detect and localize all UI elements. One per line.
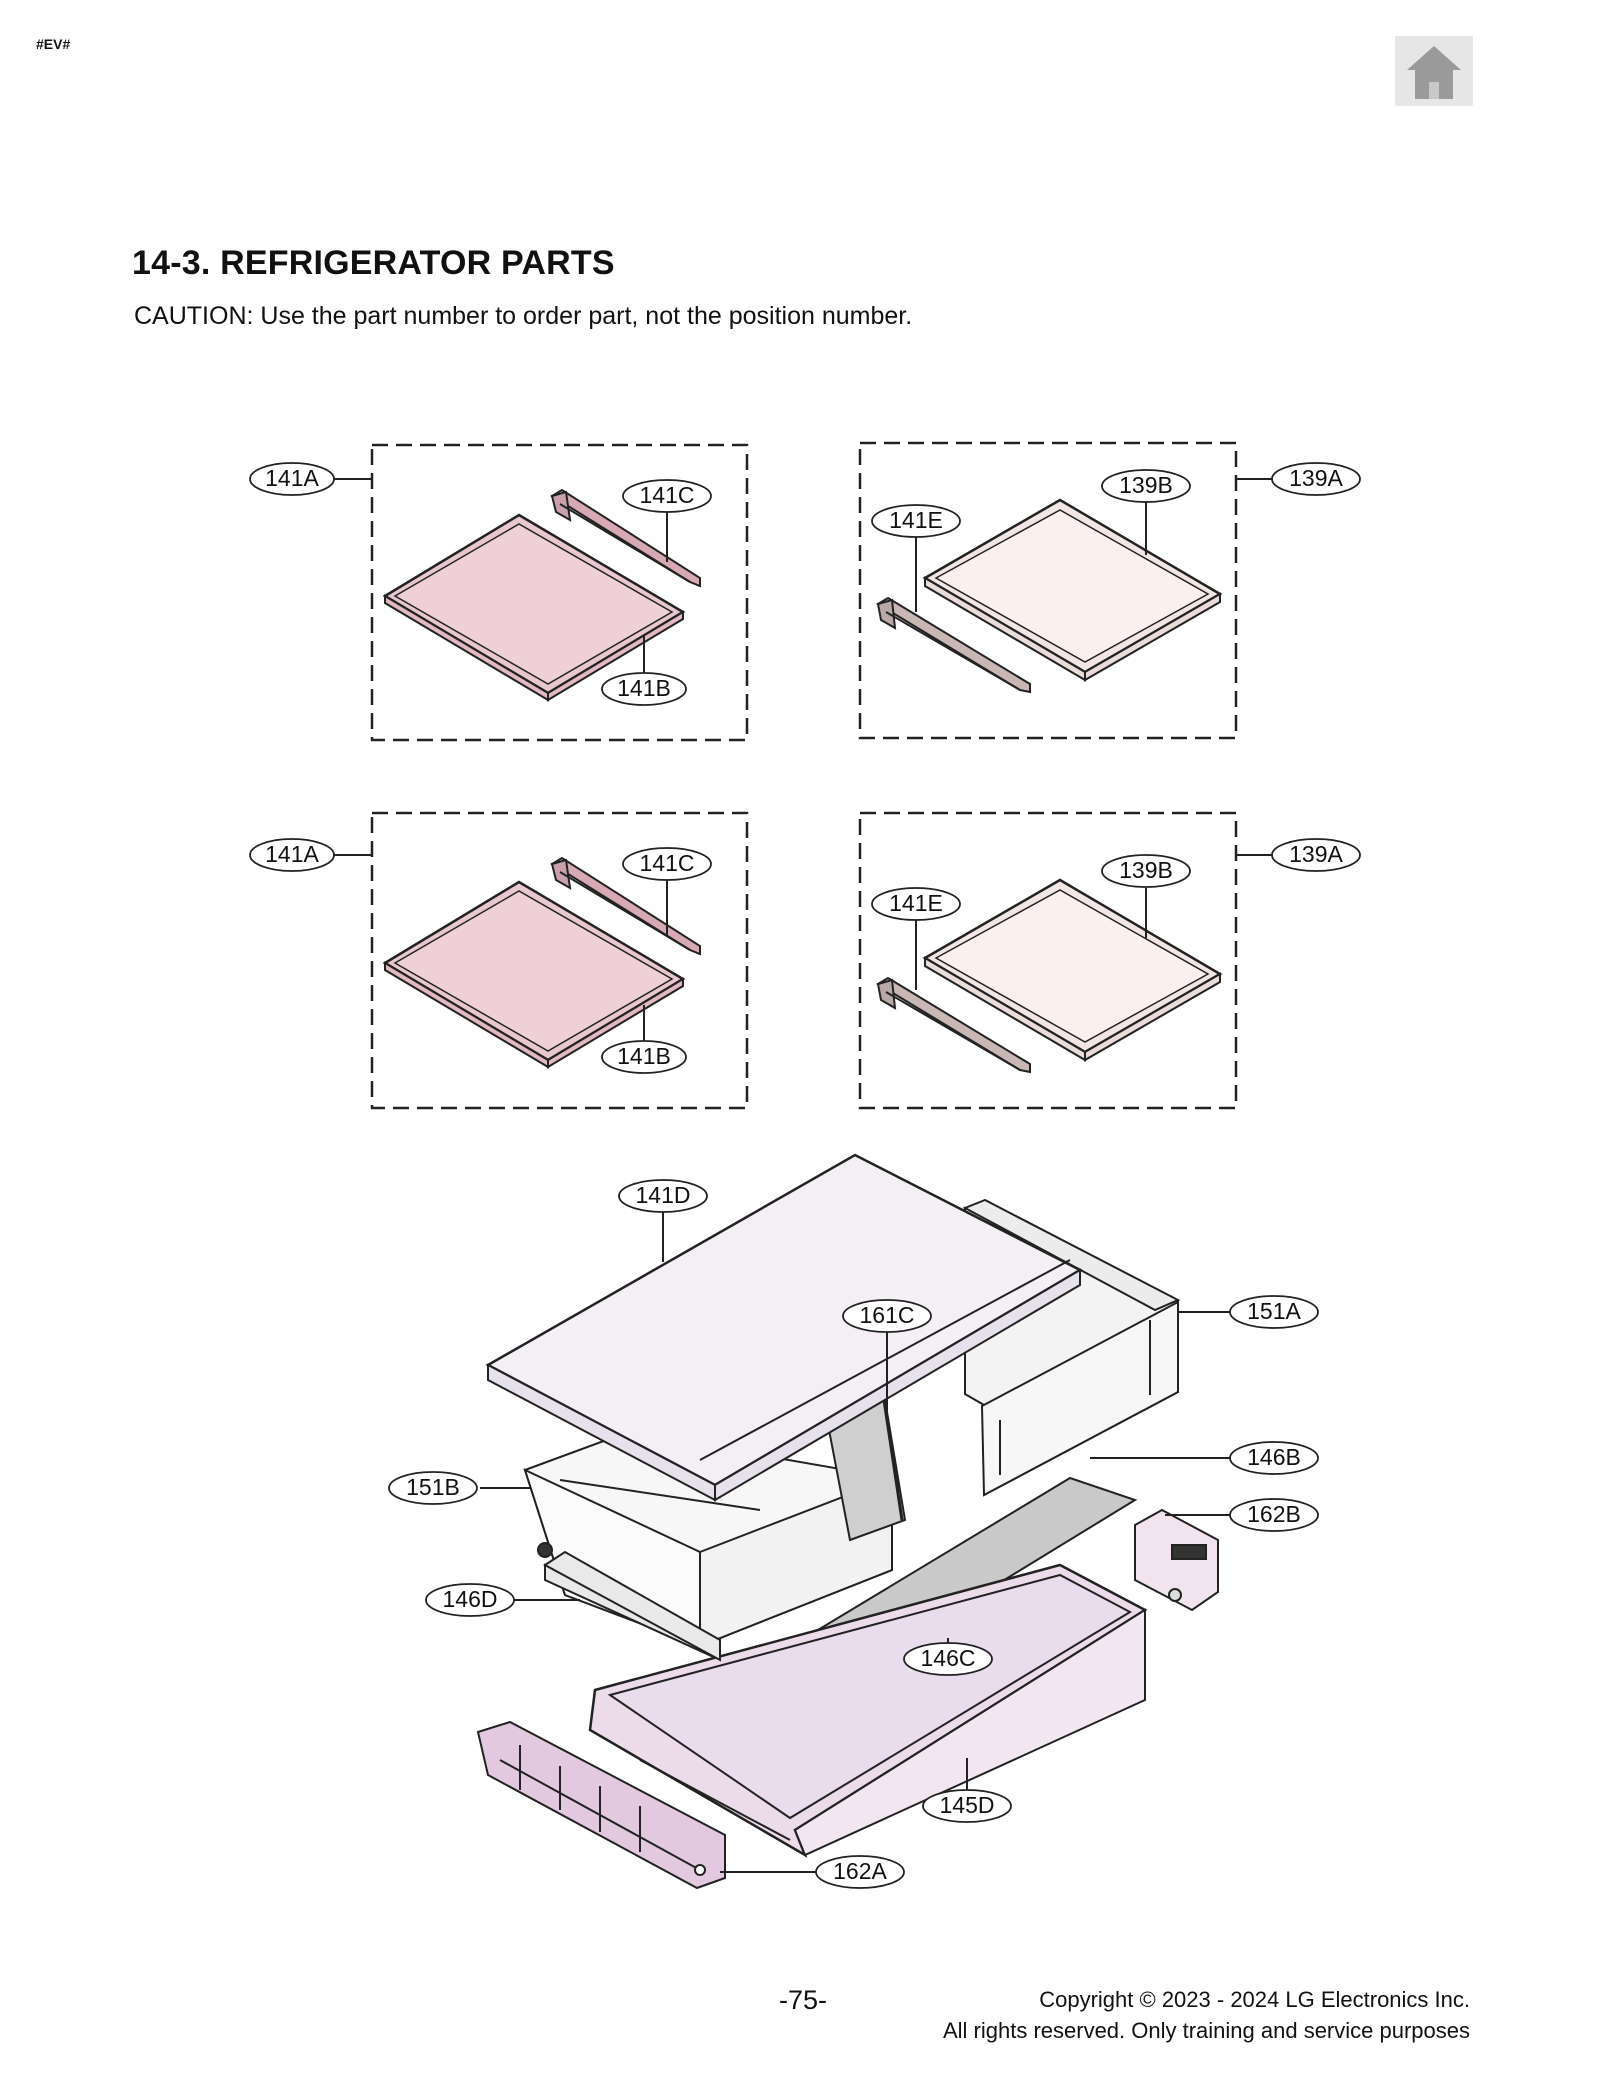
glass-shelf-141b — [382, 880, 686, 1069]
callout-bubble — [903, 1642, 993, 1676]
callout-bubble — [249, 462, 335, 496]
callout-bubble — [601, 1040, 687, 1074]
callout-162b: 162B — [1247, 1501, 1301, 1527]
callout-161c: 161C — [860, 1302, 915, 1328]
callout-bubble — [1229, 1295, 1319, 1329]
glass-shelf-139b — [922, 878, 1223, 1062]
page-number: -75- — [778, 1985, 827, 2015]
document-tag: #EV# — [36, 36, 71, 52]
callout-bubble — [871, 887, 961, 921]
shelf-bracket-141c — [550, 488, 701, 588]
home-button[interactable] — [1395, 36, 1473, 106]
bottom-drawer-145d — [588, 1563, 1148, 1858]
glass-shelf-141b — [382, 513, 686, 702]
callout-bubble — [1101, 469, 1191, 503]
callout-bubble — [1271, 462, 1361, 496]
callout-bubble — [842, 1299, 932, 1333]
shelf-bracket-141e — [876, 596, 1031, 694]
callout-bubble — [388, 1471, 478, 1505]
drawer-rail-146d — [537, 1542, 721, 1662]
callout-bubble — [249, 838, 335, 872]
callout-146b: 146B — [1247, 1444, 1301, 1470]
rail-bracket-162b — [1134, 1508, 1219, 1612]
callout-145d: 145D — [940, 1792, 995, 1818]
callout-139b: 139B — [1119, 857, 1173, 883]
copyright-notice: Copyright © 2023 - 2024 LG Electronics I… — [943, 1984, 1470, 2046]
crisper-cover-141d — [485, 1153, 1083, 1502]
callout-bubble — [622, 479, 712, 513]
callout-146d: 146D — [443, 1586, 498, 1612]
callout-141e: 141E — [889, 507, 943, 533]
callout-151a: 151A — [1247, 1298, 1301, 1324]
shelf-bracket-141c — [550, 856, 701, 956]
callout-141d: 141D — [636, 1182, 691, 1208]
callout-162a: 162A — [833, 1858, 887, 1884]
callout-bubble — [1101, 854, 1191, 888]
callout-141a: 141A — [265, 841, 319, 867]
rights-line: All rights reserved. Only training and s… — [942, 2018, 1470, 2043]
callout-bubble — [425, 1583, 515, 1617]
caution-note: CAUTION: Use the part number to order pa… — [134, 302, 913, 330]
callout-141e: 141E — [889, 890, 943, 916]
callout-141c: 141C — [640, 850, 695, 876]
callout-bubble — [622, 847, 712, 881]
glass-shelf-139b — [922, 498, 1223, 682]
callout-141c: 141C — [640, 482, 695, 508]
callout-bubble — [1271, 838, 1361, 872]
callout-141b: 141B — [617, 1043, 671, 1069]
section-title: 14-3. REFRIGERATOR PARTS — [132, 244, 615, 282]
callout-139a: 139A — [1289, 841, 1343, 867]
copyright-line: Copyright © 2023 - 2024 LG Electronics I… — [1039, 1987, 1470, 2012]
callout-bubble — [815, 1855, 905, 1889]
callout-bubble — [922, 1789, 1012, 1823]
home-icon — [1407, 46, 1461, 99]
callout-139b: 139B — [1119, 472, 1173, 498]
callout-141a: 141A — [265, 465, 319, 491]
callout-bubble — [1229, 1498, 1319, 1532]
callout-bubble — [1229, 1441, 1319, 1475]
callout-141b: 141B — [617, 675, 671, 701]
callout-bubble — [871, 504, 961, 538]
front-bracket-162a — [476, 1720, 726, 1890]
callout-139a: 139A — [1289, 465, 1343, 491]
callout-bubble — [601, 672, 687, 706]
callout-151b: 151B — [406, 1474, 460, 1500]
callout-bubble — [618, 1179, 708, 1213]
shelf-bracket-141e — [876, 976, 1031, 1074]
callout-146c: 146C — [921, 1645, 976, 1671]
